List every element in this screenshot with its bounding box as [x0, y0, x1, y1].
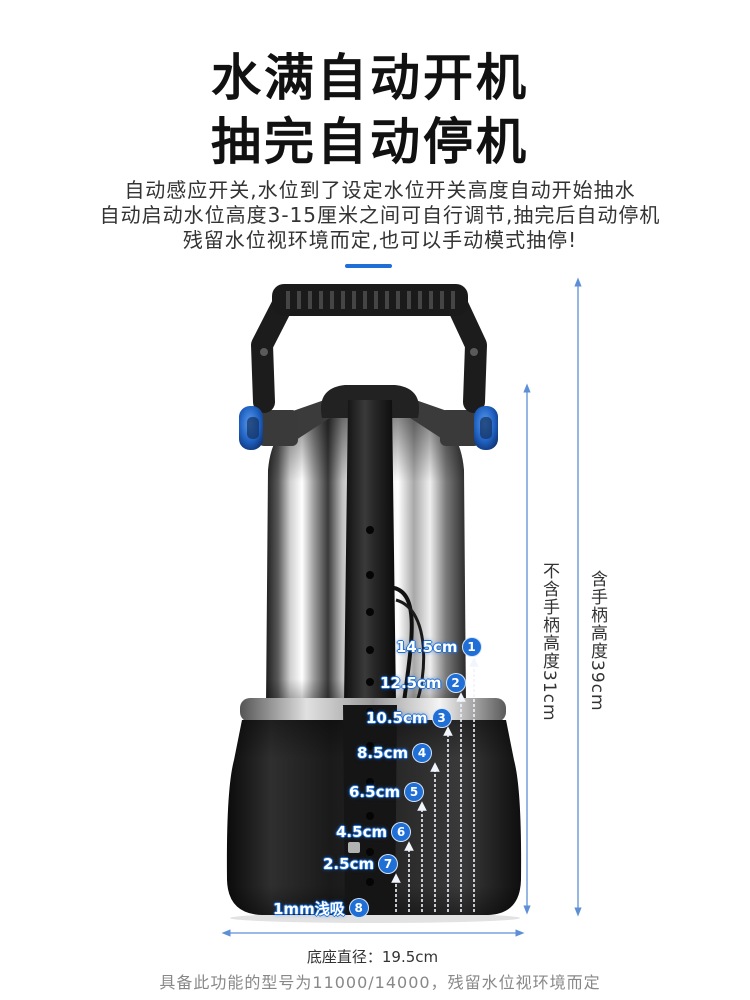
water-level-4: 8.5cm 4 — [357, 743, 432, 763]
water-level-number-badge: 1 — [462, 638, 481, 656]
water-level-height: 2.5cm — [323, 855, 375, 873]
handle-grip-ridges — [286, 291, 455, 309]
handle-pivot-left — [258, 410, 298, 446]
water-level-2: 12.5cm 2 — [380, 673, 465, 693]
water-level-7: 2.5cm 7 — [323, 854, 398, 874]
description-line-2: 自动启动水位高度3-15厘米之间可自行调节,抽完后自动停机 — [99, 203, 661, 227]
footer-note: 具备此功能的型号为11000/14000，残留水位视环境而定 — [159, 973, 601, 992]
water-level-height: 8.5cm — [357, 744, 409, 762]
water-level-3: 10.5cm 3 — [366, 708, 451, 728]
power-cable — [393, 586, 414, 703]
description-line-1: 自动感应开关,水位到了设定水位开关高度自动开始抽水 — [124, 178, 636, 202]
water-level-height: 14.5cm — [396, 638, 458, 656]
water-level-number-badge: 2 — [446, 674, 465, 692]
pump-shadow — [230, 913, 520, 923]
water-level-number-badge: 5 — [405, 783, 424, 801]
water-level-height: 4.5cm — [336, 823, 388, 841]
water-level-height: 12.5cm — [380, 674, 442, 692]
pump-handle-arm-right — [444, 289, 487, 413]
water-level-number-badge: 7 — [379, 855, 398, 873]
blue-knob-left-center — [247, 417, 259, 439]
pump-handle-arm-left — [251, 289, 296, 413]
sensor-window — [348, 842, 360, 853]
blue-knob-right-center — [480, 417, 492, 439]
water-level-number-badge: 6 — [392, 823, 411, 841]
handle-pivot-right — [440, 410, 480, 446]
height-without-handle-label: 不含手柄高度31cm — [539, 562, 559, 722]
water-level-6: 4.5cm 6 — [336, 822, 411, 842]
water-level-height: 1mm浅吸 — [273, 899, 345, 918]
headline: 水满自动开机 抽完自动停机 — [0, 46, 740, 174]
handle-arm-hole-right — [470, 348, 478, 356]
handle-arm-hole-left — [260, 348, 268, 356]
float-switch-holes — [366, 526, 374, 886]
description-line-3: 残留水位视环境而定,也可以手动模式抽停! — [182, 228, 578, 252]
water-level-1: 14.5cm 1 — [396, 637, 481, 657]
headline-line-1: 水满自动开机 — [211, 49, 529, 107]
pump-handle-grip — [272, 284, 468, 316]
headline-line-2: 抽完自动停机 — [211, 113, 529, 171]
power-cable-2 — [395, 598, 426, 705]
accent-divider — [345, 264, 392, 268]
base-diameter-label: 底座直径：19.5cm — [306, 948, 439, 966]
water-level-number-badge: 4 — [413, 744, 432, 762]
water-level-5: 6.5cm 5 — [349, 782, 424, 802]
height-with-handle-label: 含手柄高度39cm — [587, 570, 607, 712]
water-level-number-badge: 8 — [349, 899, 368, 917]
pump-center-rib — [344, 400, 396, 705]
water-level-height: 10.5cm — [366, 709, 428, 727]
description: 自动感应开关,水位到了设定水位开关高度自动开始抽水 自动启动水位高度3-15厘米… — [10, 178, 750, 253]
water-level-number-badge: 3 — [432, 709, 451, 727]
water-level-8: 1mm浅吸 8 — [273, 898, 368, 918]
water-level-height: 6.5cm — [349, 783, 401, 801]
